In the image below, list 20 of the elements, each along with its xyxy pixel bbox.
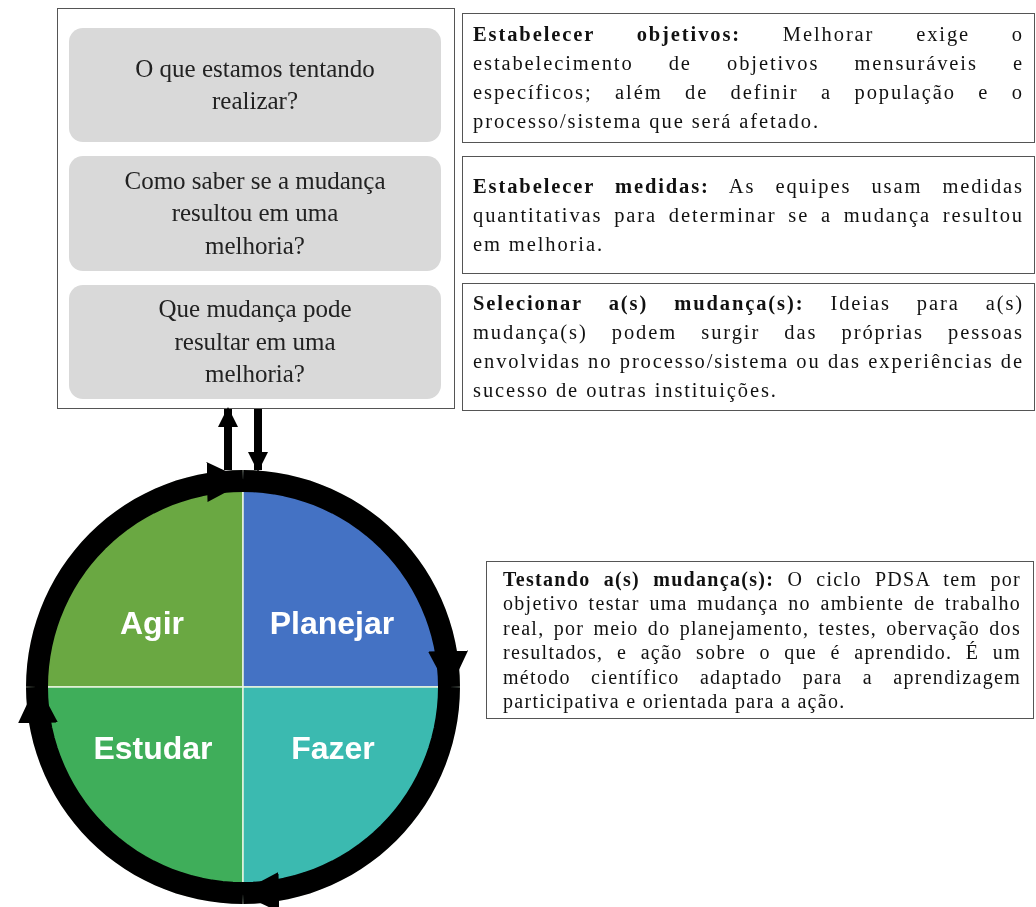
phase-label: Fazer bbox=[291, 729, 375, 767]
description-text: Selecionar a(s) mudança(s): Ideias para a(s) mudança(s) podem surgir das próprias pessoas envolvidas no processo/sistema ou das experiências de sucesso de outras instituições. bbox=[473, 291, 1024, 404]
question-text: Que mudança pode resultar em uma melhoria? bbox=[157, 294, 353, 390]
arrow bbox=[218, 407, 238, 470]
description-box bbox=[462, 283, 1035, 411]
question-box bbox=[69, 285, 441, 399]
question-text: Como saber se a mudança resultou em uma melhoria? bbox=[123, 165, 387, 261]
description-text: Estabelecer medidas: As equipes usam medidas quantitativas para determinar se a mudança resultou em melhoria. bbox=[473, 173, 1024, 257]
phase-label: Agir bbox=[120, 604, 184, 642]
question-box bbox=[69, 28, 441, 142]
arrow bbox=[248, 409, 268, 472]
description-text: Estabelecer objetivos: Melhorar exige o estabelecimento de objetivos mensuráveis e específicos; além de definir a população e o processo/sistema que será afetado. bbox=[473, 22, 1024, 135]
description-text: Testando a(s) mudança(s): O ciclo PDSA tem por objetivo testar uma mudança no ambiente de trabalho real, por meio do planejamento, testes, obervação dos resultados, e ação sobre o que é aprendido. É um método científico adaptado para a aprendizagem participativa e orientada para a ação. bbox=[503, 566, 1021, 714]
description-box bbox=[462, 156, 1035, 274]
question-panel bbox=[57, 8, 455, 409]
question-text: O que estamos tentando realizar? bbox=[134, 53, 376, 116]
question-box bbox=[69, 156, 441, 271]
phase-label: Estudar bbox=[93, 729, 213, 767]
phase-label: Planejar bbox=[269, 604, 395, 642]
description-box bbox=[462, 13, 1035, 143]
